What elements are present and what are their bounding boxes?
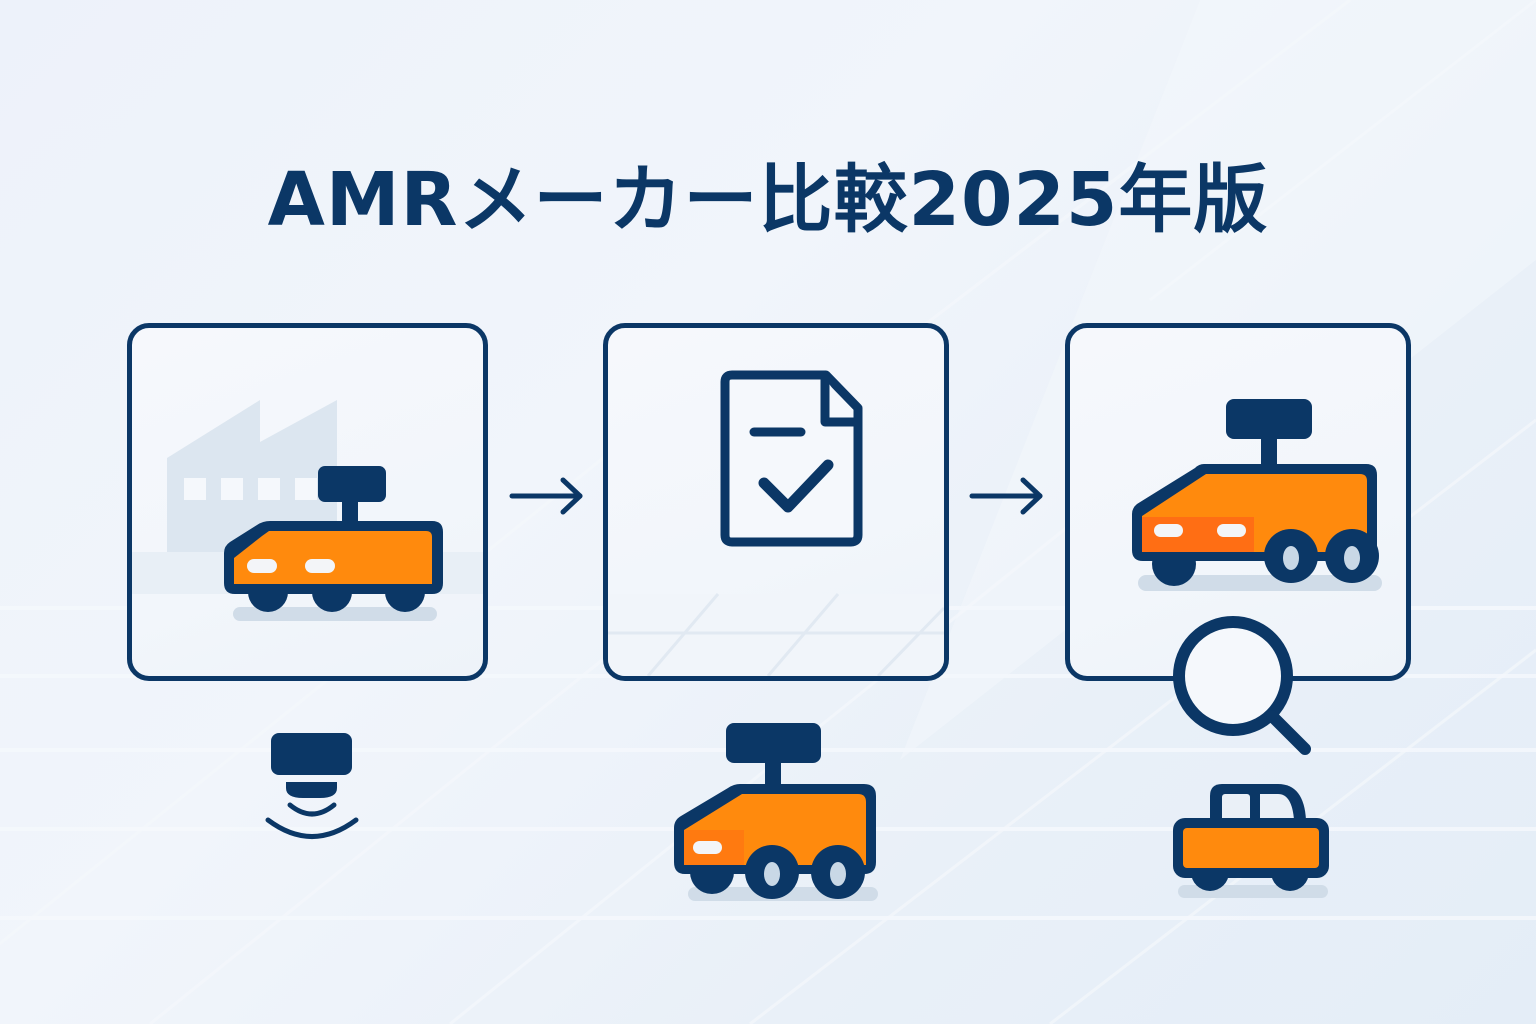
factory-robot-icon bbox=[132, 400, 483, 621]
panel-factory-amr bbox=[127, 323, 488, 681]
sensor-icon bbox=[265, 733, 359, 839]
panel-amr-inspection bbox=[1065, 323, 1411, 681]
arrow-right-icon bbox=[509, 477, 583, 515]
amr-robot-icon bbox=[1132, 399, 1382, 591]
amr-robot-icon bbox=[674, 723, 878, 901]
arrow-right-icon bbox=[969, 477, 1043, 515]
page-title: AMRメーカー比較2025年版 bbox=[267, 157, 1269, 243]
document-check-icon bbox=[608, 370, 944, 676]
panel-document-check bbox=[603, 323, 949, 681]
car-icon bbox=[1173, 784, 1329, 898]
magnifier-icon bbox=[1173, 616, 1311, 755]
